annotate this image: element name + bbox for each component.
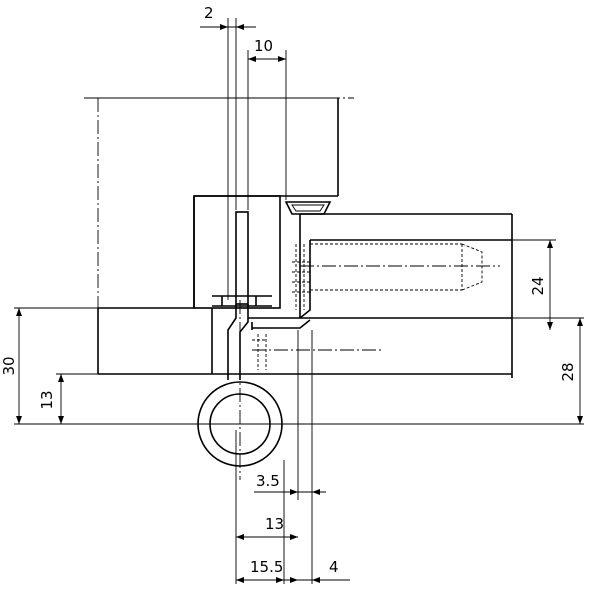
dim-label-bottom-small: 3.5 xyxy=(256,472,280,490)
dimension-bottom-large xyxy=(236,577,284,583)
dim-label-top-gap: 2 xyxy=(204,4,214,22)
dimension-top-gap xyxy=(200,24,256,30)
dimension-right-upper xyxy=(547,240,553,330)
dim-label-right-lower: 28 xyxy=(559,362,577,381)
dim-label-top-width: 10 xyxy=(254,37,273,55)
dimension-bottom-small xyxy=(254,489,326,495)
dimension-right-lower xyxy=(577,318,583,424)
dimension-bottom-right xyxy=(284,577,350,583)
dim-label-left-outer: 30 xyxy=(0,356,18,375)
dimension-left-inner xyxy=(58,374,64,424)
dimension-top-width xyxy=(248,56,286,62)
dim-label-bottom-right: 4 xyxy=(329,558,339,576)
door-leaf xyxy=(97,213,513,378)
dim-label-left-inner: 13 xyxy=(38,390,56,409)
hinge-upper-block xyxy=(193,195,281,309)
dim-label-bottom-mid: 13 xyxy=(265,515,284,533)
screw-hidden xyxy=(252,243,483,370)
center-lines xyxy=(84,97,500,480)
extension-lines xyxy=(14,18,584,584)
dimension-bottom-mid xyxy=(236,534,298,540)
hinge-clip xyxy=(284,201,332,215)
dim-label-right-upper: 24 xyxy=(529,276,547,295)
dimension-left-outer xyxy=(16,308,22,424)
dim-label-bottom-large: 15.5 xyxy=(250,558,283,576)
upper-frame-profile xyxy=(98,97,339,308)
